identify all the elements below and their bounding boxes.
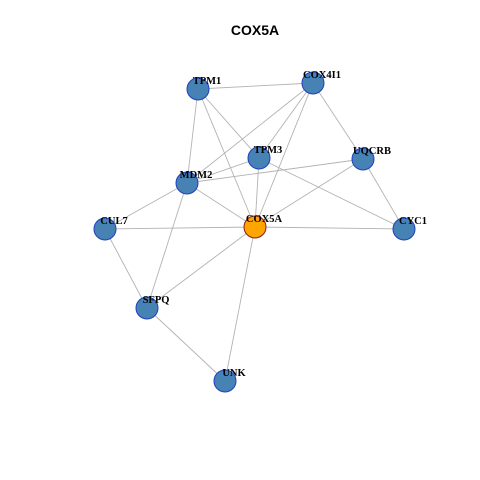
- node-tpm1: [186, 77, 210, 101]
- node-cox5a: [243, 215, 267, 239]
- edge-uqcrb-cox5a: [254, 158, 364, 228]
- edge-cox4i1-tpm3: [258, 82, 314, 159]
- edge-layer: [104, 82, 405, 382]
- edge-tpm1-cox5a: [197, 88, 256, 228]
- edge-cox5a-cyc1: [254, 226, 405, 230]
- node-label-uqcrb: UQCRB: [353, 146, 391, 157]
- edge-cul7-cox5a: [104, 226, 256, 230]
- node-label-cul7: CUL7: [100, 216, 127, 227]
- edge-mdm2-sfpq: [146, 182, 188, 309]
- edge-sfpq-unk: [146, 307, 226, 382]
- edge-cul7-sfpq: [104, 228, 148, 309]
- edge-mdm2-cul7: [104, 182, 188, 230]
- node-unk: [213, 369, 237, 393]
- node-label-cyc1: CYC1: [399, 216, 427, 227]
- node-sfpq: [135, 296, 159, 320]
- edge-cox4i1-uqcrb: [312, 82, 364, 160]
- edge-cox4i1-cox5a: [254, 82, 314, 228]
- node-label-cox5a: COX5A: [246, 214, 283, 225]
- edge-mdm2-cox5a: [186, 182, 256, 228]
- edge-cox5a-sfpq: [146, 226, 256, 309]
- node-label-cox4i1: COX4I1: [303, 70, 341, 81]
- edge-tpm1-cox4i1: [197, 82, 314, 90]
- node-mdm2: [175, 171, 199, 195]
- edge-cox4i1-mdm2: [186, 82, 314, 184]
- edge-tpm1-tpm3: [197, 88, 260, 159]
- node-uqcrb: [351, 147, 375, 171]
- edge-tpm3-mdm2: [186, 157, 260, 184]
- edge-tpm3-cox5a: [254, 157, 260, 228]
- edge-uqcrb-mdm2: [186, 158, 364, 184]
- node-tpm3: [247, 146, 271, 170]
- node-cul7: [93, 217, 117, 241]
- node-label-tpm3: TPM3: [254, 145, 283, 156]
- edge-tpm1-mdm2: [186, 88, 199, 184]
- node-label-mdm2: MDM2: [180, 170, 213, 181]
- node-cox4i1: [301, 71, 325, 95]
- graph-title: COX5A: [231, 22, 279, 38]
- edge-uqcrb-cyc1: [362, 158, 405, 230]
- node-layer: [93, 71, 416, 393]
- node-cyc1: [392, 217, 416, 241]
- node-label-unk: UNK: [222, 368, 246, 379]
- node-label-tpm1: TPM1: [193, 76, 222, 87]
- node-label-sfpq: SFPQ: [143, 295, 170, 306]
- edge-cox5a-unk: [224, 226, 256, 382]
